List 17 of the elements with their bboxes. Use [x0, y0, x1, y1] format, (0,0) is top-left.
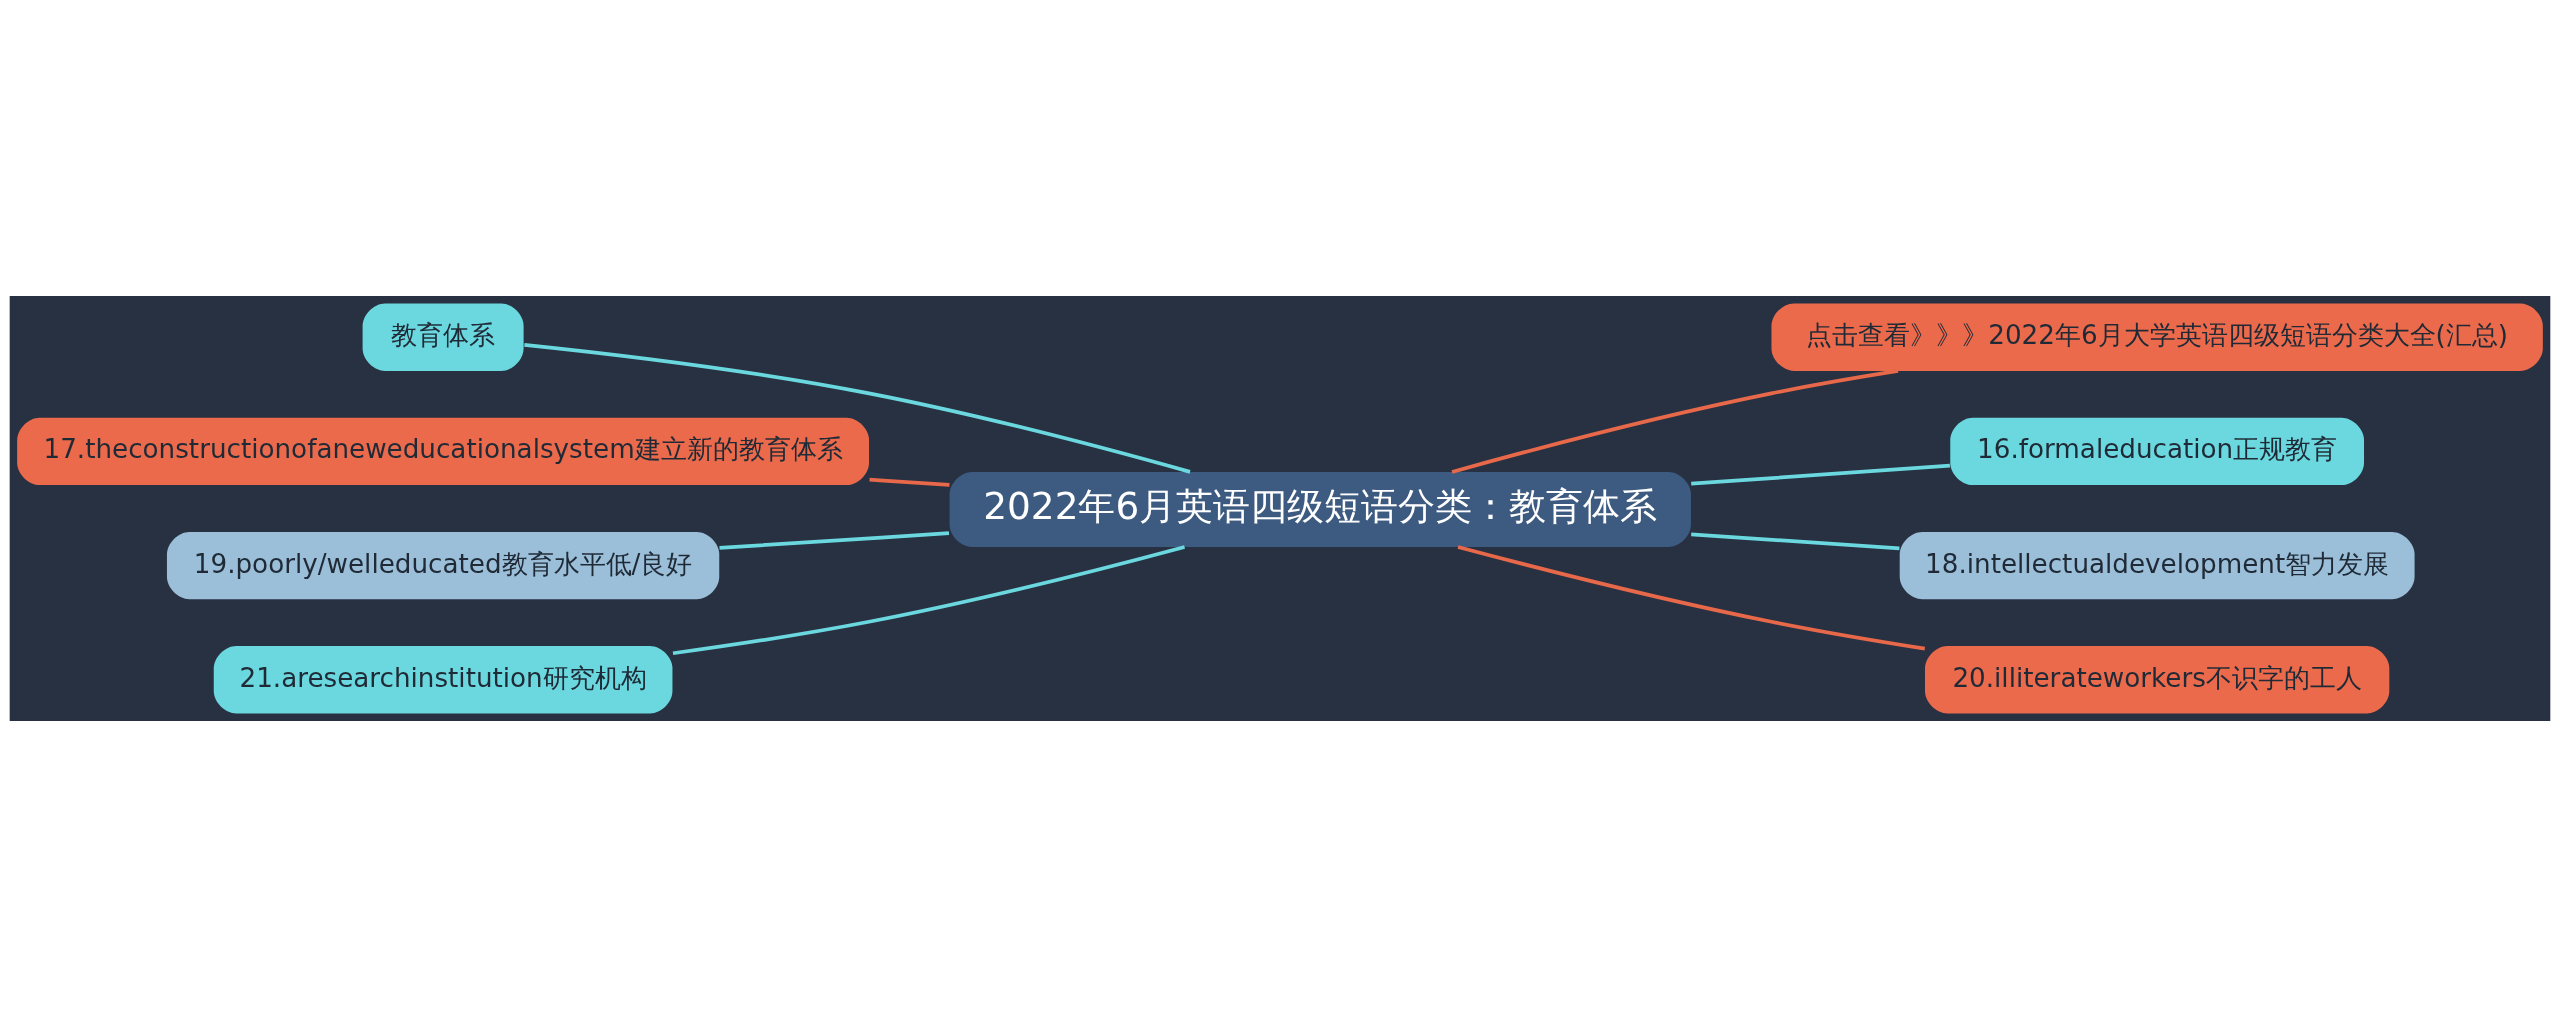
node-box: 17.theconstructionofaneweducationalsystem建立新的教育体系 — [17, 417, 870, 486]
node-box: 2022年6月英语四级短语分类：教育体系 — [949, 472, 1691, 547]
connector — [1457, 545, 1926, 651]
node-box: 18.intellectualdevelopment智力发展 — [1899, 531, 2415, 600]
node-box: 19.poorly/welleducated教育水平低/良好 — [166, 531, 720, 600]
connector — [1451, 369, 1899, 474]
connector — [869, 477, 950, 487]
node-box: 20.illiterateworkers不识字的工人 — [1925, 646, 2390, 714]
connector — [1691, 532, 1900, 551]
connector — [1691, 463, 1951, 486]
node-box: 教育体系 — [362, 303, 524, 371]
connector — [719, 531, 950, 550]
node-box: 点击查看》》》2022年6月大学英语四级短语分类大全(汇总) — [1771, 303, 2543, 371]
connector — [672, 545, 1186, 656]
connector — [524, 342, 1191, 474]
node-box: 16.formaleducation正规教育 — [1950, 417, 2365, 486]
node-box: 21.aresearchinstitution研究机构 — [213, 646, 673, 714]
